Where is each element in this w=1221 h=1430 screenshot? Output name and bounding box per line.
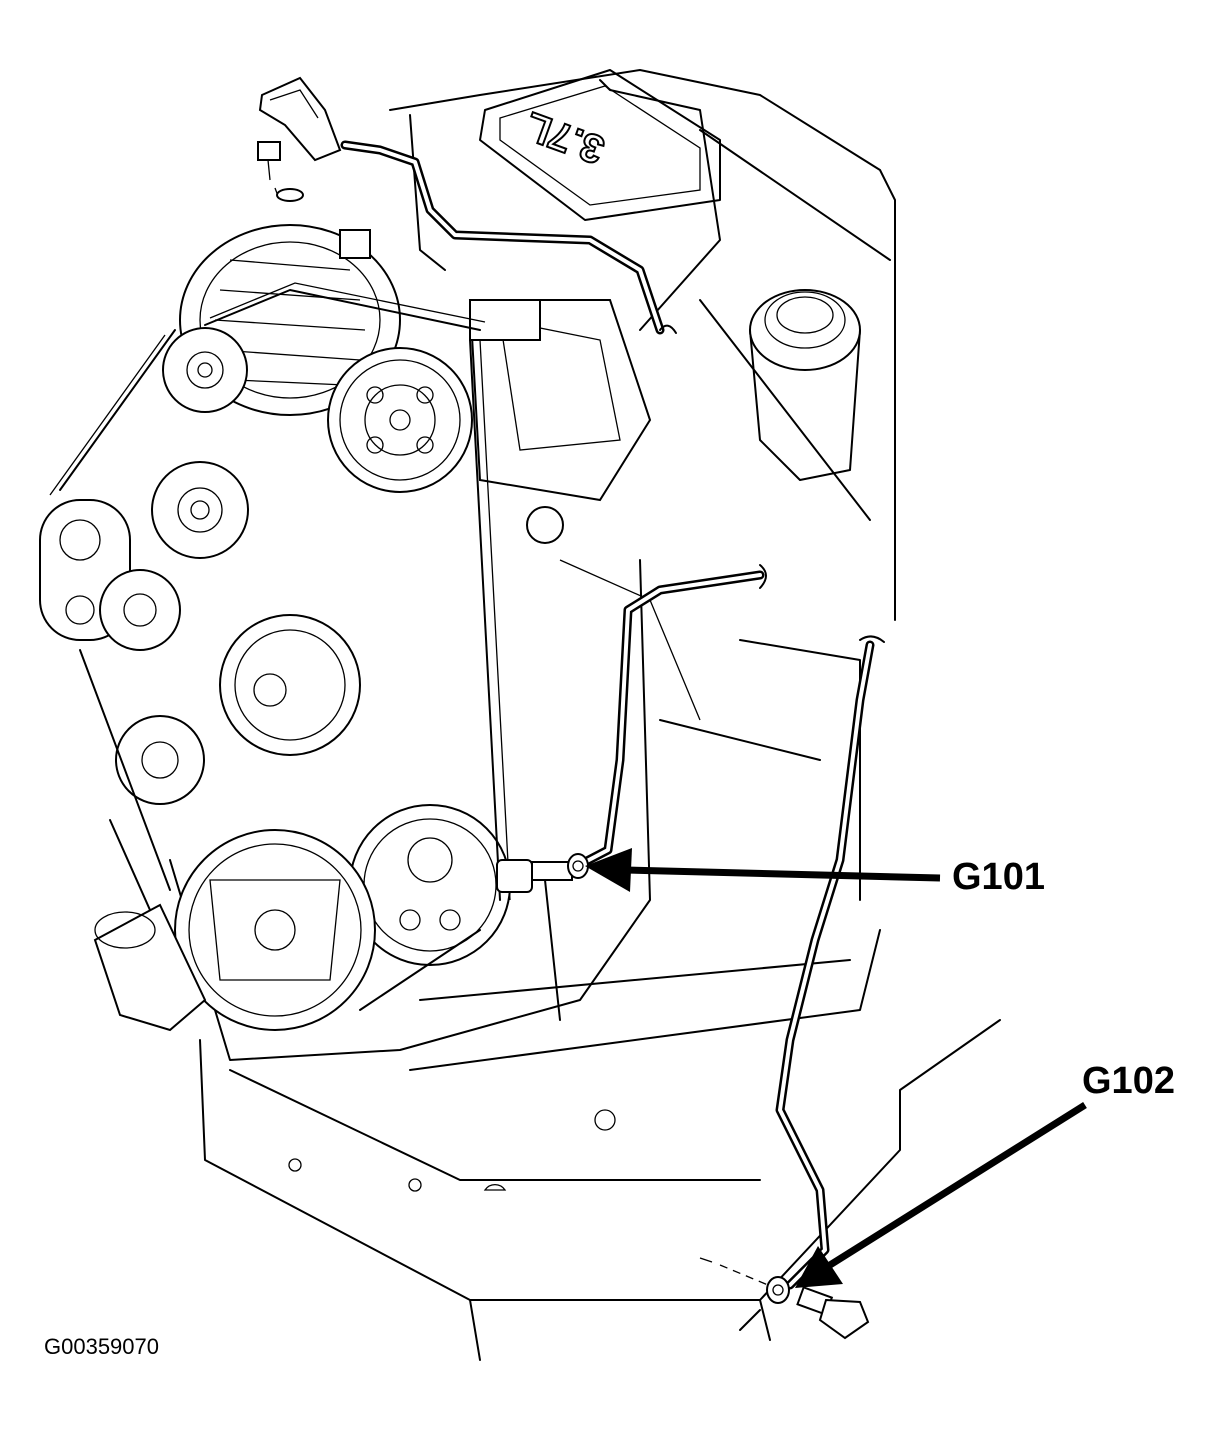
- g101-callout-arrow: [585, 848, 941, 892]
- engine-cover-lettering: 3.7L: [520, 103, 610, 172]
- reservoir: [749, 289, 861, 481]
- frame-rail: [199, 1019, 1001, 1361]
- pulley-small: [99, 569, 181, 651]
- pulley-lower-left: [115, 715, 205, 805]
- g102-callout-arrow: [795, 1102, 1087, 1288]
- pulley-ac: [327, 347, 473, 493]
- figure-id: G00359070: [44, 1334, 159, 1359]
- harness-connector: [257, 76, 342, 202]
- engine-cover: 3.7L: [479, 69, 721, 221]
- pulley-idler: [151, 461, 249, 559]
- ground-wire-upper: [340, 140, 677, 335]
- g102-callout-label: G102: [1082, 1060, 1175, 1102]
- oil-filter: [93, 903, 207, 1032]
- ground-strap-g101: [580, 564, 767, 867]
- pulley-tensioner-upper: [162, 327, 248, 413]
- pulley-water-pump: [219, 614, 361, 756]
- g101-callout-label: G101: [952, 856, 1045, 898]
- ac-compressor: [468, 299, 652, 544]
- g102-ground-bolt: [699, 1257, 870, 1340]
- serpentine-belt: [49, 282, 511, 1011]
- g101-ground-bolt: [496, 853, 589, 893]
- pulley-crankshaft: [174, 829, 376, 1031]
